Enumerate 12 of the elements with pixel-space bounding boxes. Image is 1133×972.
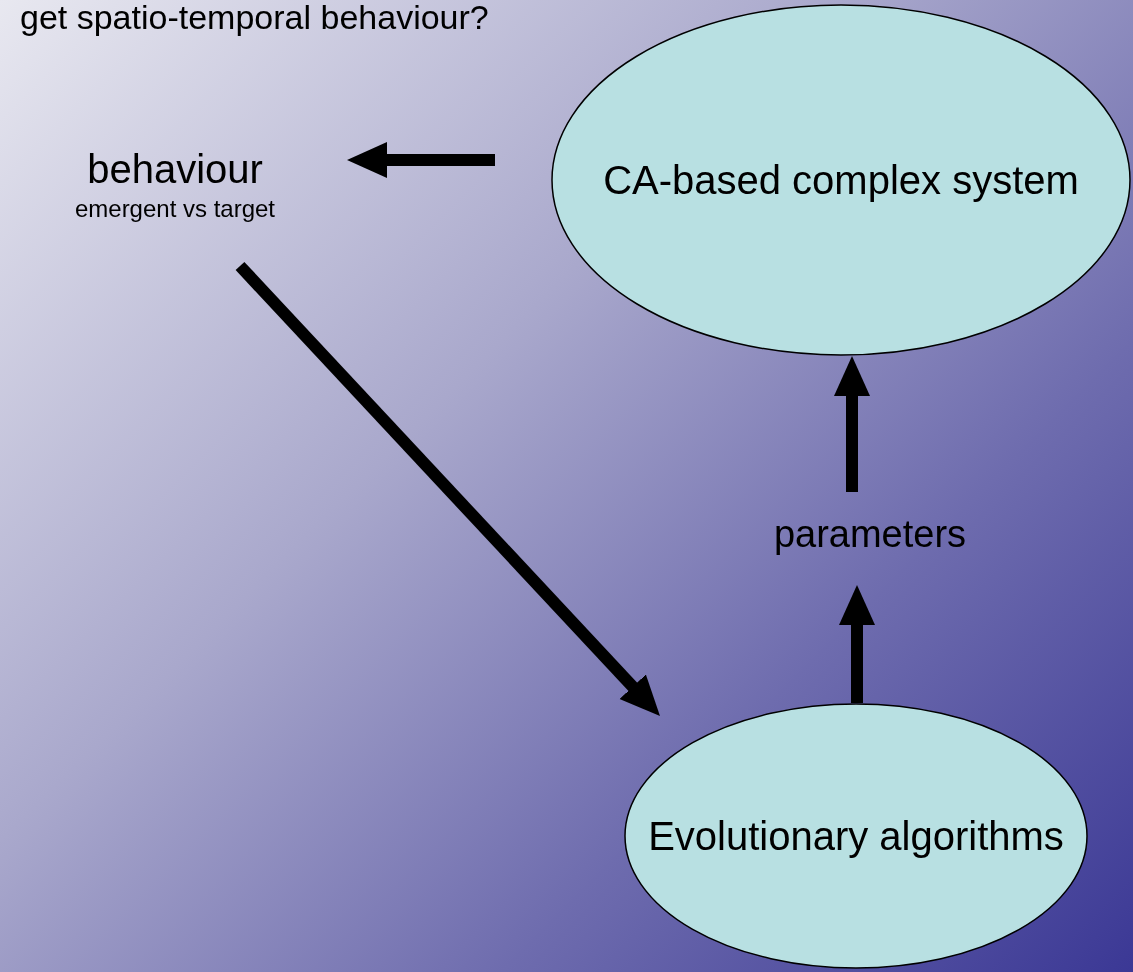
node-label: CA-based complex system xyxy=(603,157,1079,204)
heading-text: get spatio-temporal behaviour? xyxy=(20,0,489,34)
node-label: parameters xyxy=(773,512,967,558)
process-ellipse xyxy=(551,4,1131,356)
node-label: Evolutionary algorithms xyxy=(648,813,1064,860)
arrow xyxy=(347,142,495,178)
arrow xyxy=(235,261,660,716)
node-label: behaviour xyxy=(87,146,263,194)
process-ellipse xyxy=(624,703,1088,969)
arrow xyxy=(834,356,870,492)
node-sublabel: emergent vs target xyxy=(74,194,276,225)
arrow xyxy=(839,585,875,703)
